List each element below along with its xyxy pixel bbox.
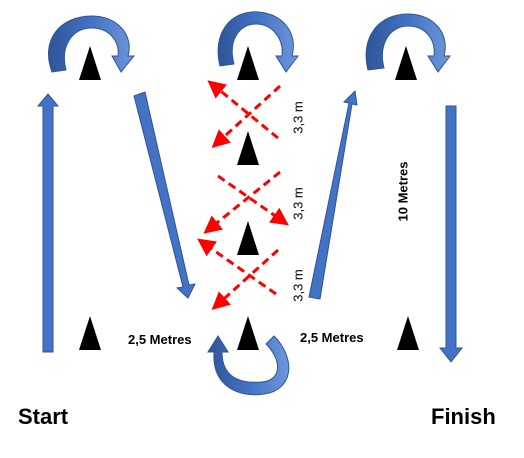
zigzag-arrows <box>197 80 289 311</box>
arrow-diagonal-up <box>308 89 358 300</box>
cone-center-bottom <box>237 316 259 350</box>
gap-right-label: 2,5 Metres <box>300 330 364 345</box>
zigzag-arrow-6 <box>211 248 280 311</box>
arrow-left-up <box>36 93 60 353</box>
segment-bottom-label: 3,3 m <box>290 269 306 302</box>
zigzag-arrow-3 <box>217 174 289 226</box>
cones <box>79 46 419 350</box>
zigzag-arrow-1 <box>207 80 279 140</box>
zigzag-arrow-5 <box>197 238 277 296</box>
arrow-right-down <box>438 105 464 363</box>
segment-top-label: 3,3 m <box>290 101 306 134</box>
zigzag-arrow-2 <box>211 84 282 149</box>
zigzag-arrow-4 <box>203 170 281 234</box>
gap-left-label: 2,5 Metres <box>128 332 192 347</box>
curl-arrow-center-bottom <box>207 335 290 396</box>
start-label: Start <box>18 404 69 429</box>
cone-center-upper <box>237 131 259 165</box>
finish-label: Finish <box>431 404 496 429</box>
cone-left-top <box>79 46 101 80</box>
curl-arrows <box>47 11 451 396</box>
cone-right-top <box>395 46 417 80</box>
cone-left-bottom <box>79 316 101 350</box>
curl-arrow-center-top <box>217 11 299 73</box>
curl-arrow-right-top <box>365 13 451 73</box>
cone-center-top <box>237 46 259 80</box>
arrow-diagonal-down <box>133 91 196 299</box>
cone-right-bottom <box>397 316 419 350</box>
curl-arrow-left-top <box>47 15 136 73</box>
cone-center-lower <box>237 221 259 255</box>
length-label: 10 Metres <box>395 161 411 222</box>
straight-arrows <box>36 89 464 363</box>
segment-mid-label: 3,3 m <box>290 187 306 220</box>
